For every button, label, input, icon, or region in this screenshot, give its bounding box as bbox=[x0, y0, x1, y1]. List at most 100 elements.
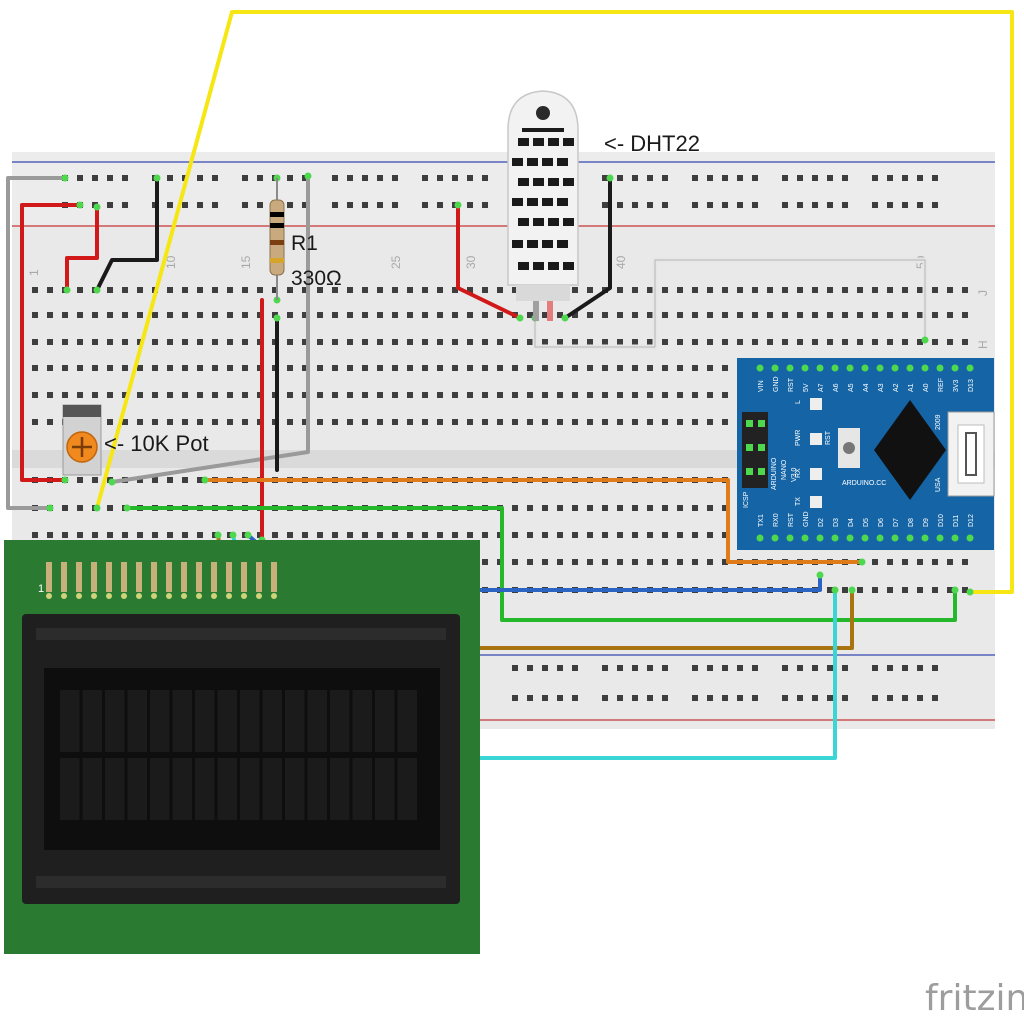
breadboard-hole bbox=[602, 419, 608, 425]
breadboard-hole bbox=[872, 559, 878, 565]
breadboard-hole bbox=[362, 365, 368, 371]
dht22-slot bbox=[563, 262, 574, 270]
breadboard-hole bbox=[497, 312, 503, 318]
dht22-slot bbox=[533, 138, 544, 146]
breadboard-hole bbox=[932, 587, 938, 593]
nano-pin bbox=[876, 534, 884, 542]
breadboard-hole bbox=[242, 339, 248, 345]
rail-hole bbox=[422, 175, 428, 181]
lcd-char-cell bbox=[375, 758, 395, 820]
rail-hole bbox=[377, 202, 383, 208]
breadboard-hole bbox=[62, 312, 68, 318]
rail-hole bbox=[932, 665, 938, 671]
rail-hole bbox=[347, 175, 353, 181]
led-tx-label: TX bbox=[795, 497, 802, 506]
nano-pin-label: RST bbox=[788, 377, 795, 392]
breadboard-hole bbox=[347, 365, 353, 371]
breadboard-hole bbox=[392, 532, 398, 538]
rail-hole bbox=[722, 175, 728, 181]
breadboard-hole bbox=[842, 312, 848, 318]
breadboard-hole bbox=[482, 559, 488, 565]
rail-hole bbox=[332, 175, 338, 181]
led-rx bbox=[810, 468, 822, 480]
rail-hole bbox=[602, 175, 608, 181]
breadboard-hole bbox=[392, 365, 398, 371]
breadboard-hole bbox=[317, 365, 323, 371]
lcd-header-pin bbox=[241, 562, 247, 592]
resistor-value: 330Ω bbox=[291, 267, 342, 290]
col-number-40: 40 bbox=[614, 255, 628, 269]
lcd-char-cell bbox=[82, 758, 102, 820]
nano-pin bbox=[891, 534, 899, 542]
breadboard-hole bbox=[647, 532, 653, 538]
lcd-pin-pad bbox=[121, 593, 127, 599]
breadboard-hole bbox=[692, 505, 698, 511]
breadboard-hole bbox=[527, 559, 533, 565]
lcd-header-pins bbox=[46, 562, 277, 599]
wire-end bbox=[244, 531, 252, 539]
lcd-char-cell bbox=[195, 690, 215, 752]
breadboard-hole bbox=[377, 392, 383, 398]
breadboard-hole bbox=[857, 287, 863, 293]
wire-end bbox=[831, 586, 839, 594]
lcd-char-cell bbox=[150, 758, 170, 820]
breadboard-hole bbox=[527, 419, 533, 425]
breadboard-hole bbox=[617, 339, 623, 345]
lcd-char-cell bbox=[397, 758, 417, 820]
lcd-character-cells bbox=[60, 690, 417, 820]
breadboard-hole bbox=[917, 312, 923, 318]
breadboard-hole bbox=[182, 477, 188, 483]
breadboard-hole bbox=[722, 312, 728, 318]
rail-hole bbox=[512, 695, 518, 701]
breadboard-hole bbox=[197, 477, 203, 483]
breadboard-hole bbox=[467, 312, 473, 318]
lcd-header-pin bbox=[46, 562, 52, 592]
breadboard-hole bbox=[887, 587, 893, 593]
breadboard-hole bbox=[197, 365, 203, 371]
wire-end bbox=[214, 531, 222, 539]
nano-pin-label: D4 bbox=[848, 518, 855, 527]
breadboard-hole bbox=[722, 559, 728, 565]
dht22-slot bbox=[518, 178, 529, 186]
led-l-label: L bbox=[795, 400, 802, 404]
breadboard-hole bbox=[947, 587, 953, 593]
nano-pin bbox=[966, 534, 974, 542]
reset-button[interactable] bbox=[843, 442, 855, 454]
breadboard-hole bbox=[137, 312, 143, 318]
lcd-header-pin bbox=[76, 562, 82, 592]
breadboard-hole bbox=[77, 312, 83, 318]
breadboard-hole bbox=[662, 365, 668, 371]
wire-end bbox=[921, 336, 929, 344]
wire-end bbox=[93, 203, 101, 211]
dht22-mount-hole bbox=[536, 106, 550, 120]
nano-reset-label: RST bbox=[825, 430, 832, 445]
breadboard-hole bbox=[647, 312, 653, 318]
lcd-char-cell bbox=[60, 690, 80, 752]
breadboard-hole bbox=[227, 287, 233, 293]
breadboard-hole bbox=[767, 287, 773, 293]
breadboard-hole bbox=[872, 339, 878, 345]
rail-hole bbox=[707, 175, 713, 181]
breadboard-hole bbox=[332, 532, 338, 538]
rail-hole bbox=[662, 175, 668, 181]
breadboard-hole bbox=[692, 287, 698, 293]
breadboard-hole bbox=[617, 532, 623, 538]
wire-white-edge bbox=[534, 259, 926, 348]
lcd-header-pin bbox=[136, 562, 142, 592]
breadboard-hole bbox=[272, 287, 278, 293]
rail-hole bbox=[662, 695, 668, 701]
breadboard-hole bbox=[707, 287, 713, 293]
usb-port bbox=[957, 424, 985, 484]
rail-hole bbox=[647, 665, 653, 671]
rail-hole bbox=[842, 175, 848, 181]
breadboard-hole bbox=[197, 392, 203, 398]
breadboard-hole bbox=[542, 532, 548, 538]
breadboard-hole bbox=[902, 559, 908, 565]
breadboard-hole bbox=[587, 419, 593, 425]
lcd-char-cell bbox=[217, 758, 237, 820]
nano-pin bbox=[921, 364, 929, 372]
nano-pin bbox=[906, 534, 914, 542]
breadboard-hole bbox=[92, 392, 98, 398]
rail-hole bbox=[557, 695, 563, 701]
